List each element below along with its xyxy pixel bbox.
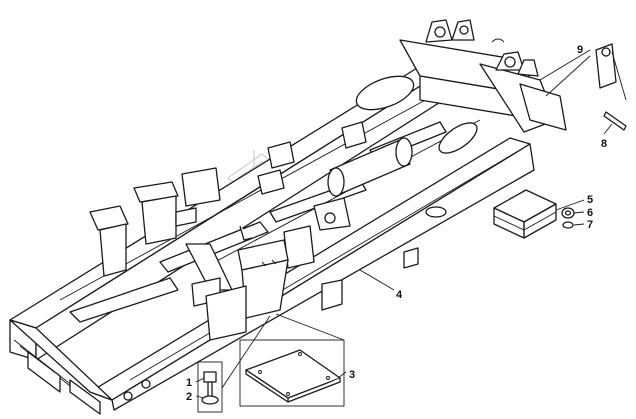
pin-part-8 — [603, 111, 627, 131]
washer-part-7 — [562, 221, 574, 229]
callout-4: 4 — [396, 289, 403, 301]
callout-1: 1 — [186, 377, 192, 389]
callout-2: 2 — [186, 391, 192, 403]
nut-part-6 — [561, 207, 575, 219]
callout-6: 6 — [587, 207, 593, 219]
rail-brackets — [89, 121, 419, 311]
bolt-part-1-2 — [197, 361, 223, 413]
plate-part-3 — [239, 339, 345, 407]
mounting-box — [205, 239, 289, 341]
callout-9: 9 — [577, 44, 583, 56]
front-gooseneck — [355, 19, 567, 218]
callout-labels: 9 8 5 6 7 4 3 1 2 — [186, 44, 607, 403]
callout-7: 7 — [587, 219, 593, 231]
callout-3: 3 — [349, 369, 355, 381]
bracket-part-9 — [595, 43, 627, 101]
callout-8: 8 — [601, 138, 607, 150]
leader-lines — [195, 49, 613, 399]
center-cylinder — [313, 137, 413, 231]
callout-5: 5 — [587, 194, 593, 206]
pad-part-5 — [493, 189, 557, 239]
